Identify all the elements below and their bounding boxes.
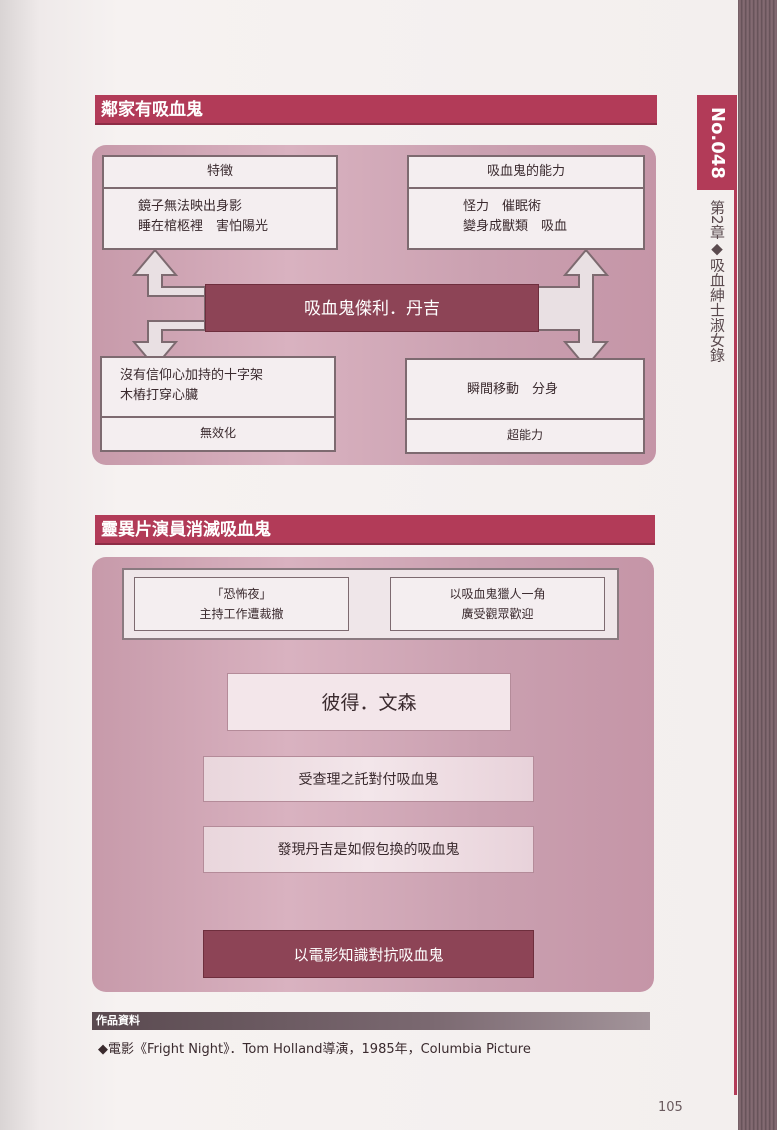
vampire-name-bar: 吸血鬼傑利．丹吉 [205, 284, 539, 332]
section-title-2: 靈異片演員消滅吸血鬼 [95, 515, 655, 545]
abilities-line-2: 變身成獸類 吸血 [463, 219, 568, 234]
section-title-1: 鄰家有吸血鬼 [95, 95, 657, 125]
page-edge [738, 0, 777, 1130]
weakness-line-1: 沒有信仰心加持的十字架 [120, 368, 264, 383]
step-1-box: 受查理之託對付吸血鬼 [203, 756, 534, 802]
reference-text: ◆電影《Fright Night》．Tom Holland導演，1985年，Co… [98, 1042, 531, 1057]
vampire-hunter-line-2: 廣受觀眾歡迎 [461, 607, 534, 621]
reference-label: 作品資料 [96, 1014, 140, 1027]
features-line-2: 睡在棺柩裡 害怕陽光 [138, 219, 269, 234]
features-head: 特徵 [104, 157, 336, 189]
chapter-label: 第2章◆吸血紳士淑女錄 [708, 200, 726, 363]
reference-bar [92, 1012, 650, 1030]
hero-box: 彼得．文森 [227, 673, 511, 731]
step-2-box: 發現丹吉是如假包換的吸血鬼 [203, 826, 534, 873]
vampire-hunter-line-1: 以吸血鬼獵人一角 [449, 587, 546, 601]
fright-night-box: 「恐怖夜」 主持工作遭裁撤 [134, 577, 349, 631]
sidebar-rule [734, 95, 737, 1095]
fright-night-line-1: 「恐怖夜」 [211, 587, 272, 601]
fright-night-line-2: 主持工作遭裁撤 [199, 607, 284, 621]
page-number: 105 [658, 1100, 683, 1115]
double-arrow-left [131, 248, 206, 369]
features-box: 特徵 鏡子無法映出身影 睡在棺柩裡 害怕陽光 [102, 155, 338, 250]
weakness-box: 沒有信仰心加持的十字架 木樁打穿心臟 無效化 [100, 356, 336, 452]
entry-number: No.048 [697, 95, 737, 190]
weakness-foot: 無效化 [199, 426, 236, 440]
superpower-foot: 超能力 [506, 428, 543, 442]
superpower-line-1: 瞬間移動 分身 [467, 382, 559, 397]
abilities-box: 吸血鬼的能力 怪力 催眠術 變身成獸類 吸血 [407, 155, 645, 250]
vampire-hunter-box: 以吸血鬼獵人一角 廣受觀眾歡迎 [390, 577, 605, 631]
abilities-line-1: 怪力 催眠術 [463, 199, 542, 214]
superpower-box: 瞬間移動 分身 超能力 [405, 358, 645, 454]
weakness-line-2: 木樁打穿心臟 [120, 388, 199, 403]
abilities-head: 吸血鬼的能力 [409, 157, 643, 189]
final-box: 以電影知識對抗吸血鬼 [203, 930, 534, 978]
features-line-1: 鏡子無法映出身影 [138, 199, 243, 214]
double-arrow-right [537, 248, 610, 369]
